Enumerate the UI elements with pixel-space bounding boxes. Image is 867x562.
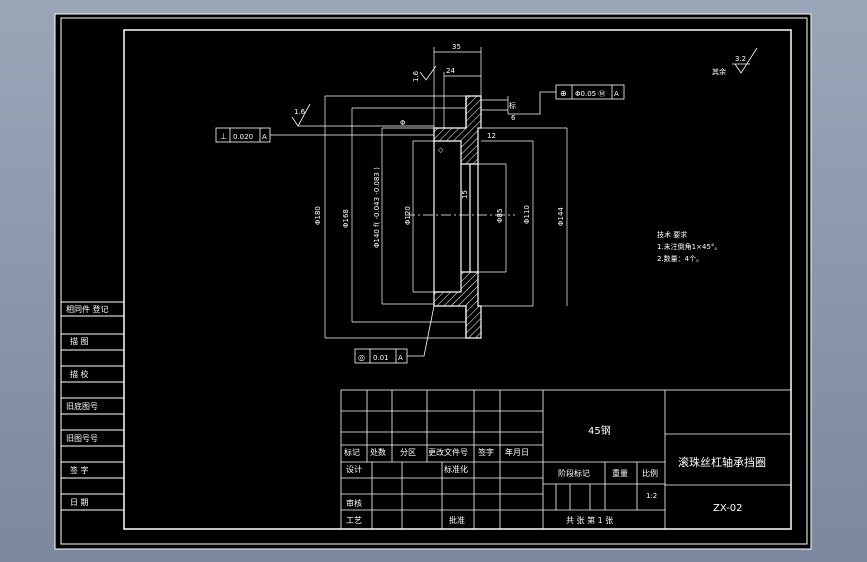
tolerance-frame-right <box>508 84 625 115</box>
outer-border <box>60 17 808 545</box>
tol-bottom-datum: A <box>398 354 403 362</box>
notes-heading: 技术 要求 <box>657 230 687 239</box>
technical-notes: 技术 要求 1.未注倒角1×45°。 2.数量：4个。 <box>657 230 721 263</box>
scale-value: 1:2 <box>646 492 657 500</box>
roughness-top-value: 1.6 <box>412 70 420 82</box>
tol-left-symbol: ⊥ <box>220 132 227 141</box>
dim-144-diameter: Φ144 <box>557 207 565 226</box>
scale-label: 比例 <box>642 468 658 478</box>
drawing-sheet <box>54 13 812 550</box>
part-section <box>433 95 482 339</box>
drawing-number: ZX-02 <box>713 503 743 514</box>
rev-header-date: 年月日 <box>505 447 529 457</box>
datum-ref-left: Φ <box>400 119 406 127</box>
left-col-label-5: 旧图号号 <box>66 434 98 443</box>
dim-side-a: 6 <box>511 114 516 122</box>
tol-left-datum: A <box>262 133 267 141</box>
datum-ref-small: ◇ <box>438 146 444 154</box>
dimension-lines <box>324 47 568 339</box>
dim-top-width: 35 <box>452 43 461 51</box>
left-column-labels: 相同件 登记 描 图 描 校 旧底图号 旧图号号 签 字 日 期 <box>66 304 109 507</box>
roughness-left <box>291 103 434 127</box>
dim-85-diameter: Φ85 <box>496 209 504 223</box>
weight-label: 重量 <box>612 468 628 478</box>
notes-item-2: 2.数量：4个。 <box>657 254 703 263</box>
check-label: 审核 <box>346 498 362 508</box>
material: 45钢 <box>588 424 611 437</box>
tol-left-value: 0.020 <box>233 133 253 141</box>
dim-outer-diameter: Φ180 <box>314 206 322 225</box>
drawing-title: 滚珠丝杠轴承挡圈 <box>678 455 766 469</box>
left-col-label-7: 日 期 <box>70 498 89 507</box>
left-col-label-1: 相同件 登记 <box>66 304 109 314</box>
process-label: 工艺 <box>346 516 362 525</box>
dim-110-diameter: Φ110 <box>523 205 531 224</box>
dim-bore-diameter: Φ140 f( -0.043 -0.083 ) <box>373 167 381 248</box>
tol-right-symbol: ⊕ <box>560 89 567 98</box>
left-col-label-6: 签 字 <box>70 465 89 475</box>
tol-bottom-symbol: ◎ <box>358 353 365 362</box>
design-label: 设计 <box>346 464 362 474</box>
roughness-left-value: 1.6 <box>294 108 306 116</box>
rev-header-mark: 标记 <box>344 447 360 457</box>
tolerance-frame-left <box>215 127 434 143</box>
roughness-corner-value: 3.2 <box>735 55 746 63</box>
title-block <box>340 389 792 530</box>
title-block-text: 45钢 滚珠丝杠轴承挡圈 ZX-02 标记 处数 分区 更改文件号 签字 年月日… <box>344 424 766 525</box>
dim-168-diameter: Φ168 <box>342 209 350 228</box>
stage-mark-label: 阶段标记 <box>558 468 590 478</box>
standard-label: 标准化 <box>444 464 468 474</box>
tolerance-frame-bottom <box>354 305 435 364</box>
notes-item-1: 1.未注倒角1×45°。 <box>657 242 721 251</box>
approve-label: 批准 <box>449 515 465 525</box>
dim-groove: 15 <box>461 190 469 199</box>
rev-header-count: 处数 <box>370 447 386 457</box>
dim-top-inner: 24 <box>446 67 455 75</box>
rev-header-zone: 分区 <box>400 448 416 457</box>
left-col-label-2: 描 图 <box>70 336 89 346</box>
dim-120-diameter: Φ120 <box>404 206 412 225</box>
roughness-top <box>419 65 437 81</box>
sheets-label: 共 张 第 1 张 <box>566 515 613 525</box>
tol-bottom-value: 0.01 <box>373 354 389 362</box>
tol-right-datum: A <box>614 90 619 98</box>
left-binding-column <box>61 301 124 511</box>
dimension-labels: 35 24 Φ180 Φ168 Φ140 f( -0.043 -0.083 ) … <box>314 43 565 248</box>
dim-chamfer: 标 <box>509 101 516 110</box>
roughness-corner <box>732 47 758 74</box>
left-col-label-4: 旧底图号 <box>66 401 98 411</box>
rev-header-file: 更改文件号 <box>428 447 468 457</box>
roughness-other-label: 其余 <box>712 67 726 76</box>
left-col-label-3: 描 校 <box>70 369 89 379</box>
dim-side-b: 12 <box>487 132 496 140</box>
rev-header-sign: 签字 <box>478 447 494 457</box>
tol-right-value: Φ0.05 Ⓜ <box>575 90 605 98</box>
